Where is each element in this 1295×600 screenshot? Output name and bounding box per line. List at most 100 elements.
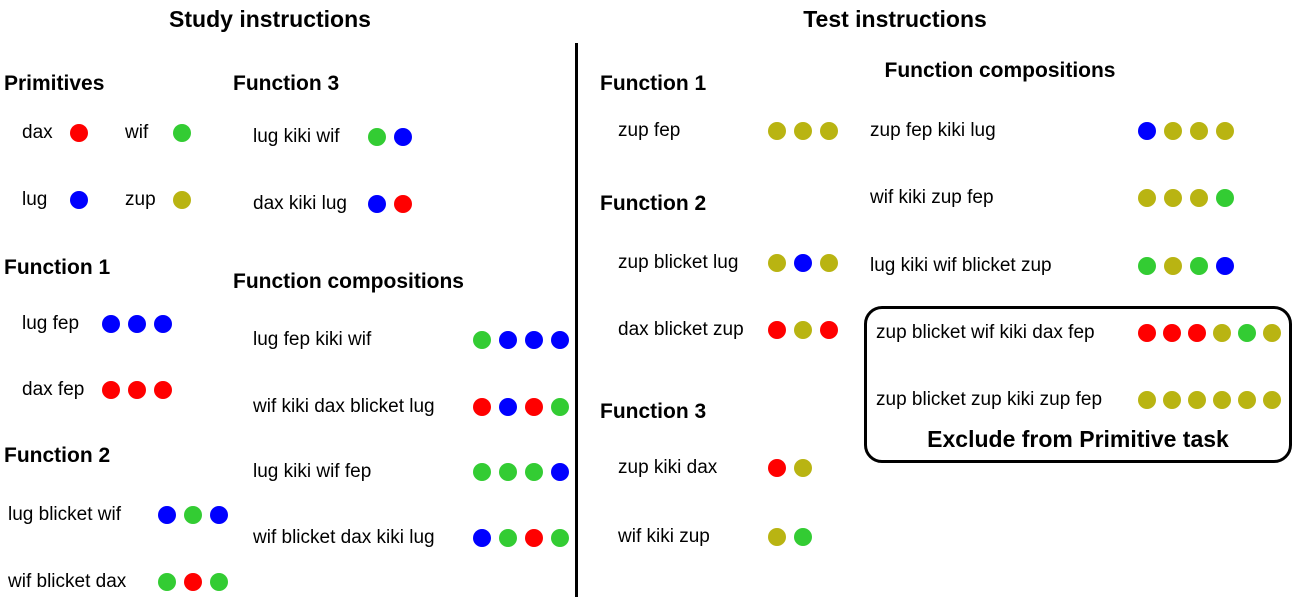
instruction-row: wif kiki dax blicket lug [253, 394, 569, 420]
green-dot [499, 463, 517, 481]
dot-sequence [1138, 122, 1234, 140]
instruction-label: lug fep kiki wif [253, 329, 372, 350]
instruction-label: dax fep [22, 379, 85, 400]
green-dot [551, 529, 569, 547]
red-dot [768, 321, 786, 339]
blue-dot [128, 315, 146, 333]
heading-test-function2: Function 2 [600, 192, 707, 215]
dot-sequence [173, 191, 191, 209]
test-title: Test instructions [803, 6, 987, 32]
dot-sequence [1138, 324, 1281, 342]
red-dot [154, 381, 172, 399]
yellow-dot [1138, 391, 1156, 409]
heading-study-primitives: Primitives [4, 72, 105, 95]
red-dot [473, 398, 491, 416]
instruction-row: wif blicket dax [8, 569, 228, 595]
instruction-label: zup blicket lug [618, 252, 739, 273]
instruction-label: wif kiki zup [618, 526, 710, 547]
blue-dot [525, 331, 543, 349]
blue-dot [1216, 257, 1234, 275]
dot-sequence [473, 463, 569, 481]
dot-sequence [1138, 391, 1281, 409]
yellow-dot [768, 122, 786, 140]
dot-sequence [768, 528, 812, 546]
instruction-row: lug blicket wif [8, 502, 228, 528]
instruction-label: zup blicket zup kiki zup fep [876, 389, 1103, 410]
yellow-dot [820, 254, 838, 272]
blue-dot [394, 128, 412, 146]
blue-dot [551, 463, 569, 481]
dot-sequence [473, 529, 569, 547]
red-dot [1163, 324, 1181, 342]
dot-sequence [368, 195, 412, 213]
dot-sequence [158, 573, 228, 591]
red-dot [1138, 324, 1156, 342]
green-dot [525, 463, 543, 481]
blue-dot [794, 254, 812, 272]
instruction-label: zup fep [618, 120, 681, 141]
instruction-label: wif blicket dax kiki lug [253, 527, 435, 548]
dot-sequence [473, 331, 569, 349]
instruction-row: zup kiki dax [618, 455, 812, 481]
instruction-row: lug kiki wif blicket zup [870, 253, 1234, 279]
blue-dot [551, 331, 569, 349]
blue-dot [210, 506, 228, 524]
heading-test-compositions: Function compositions [884, 59, 1116, 82]
green-dot [1190, 257, 1208, 275]
yellow-dot [1138, 189, 1156, 207]
instruction-label: dax [22, 122, 53, 143]
dot-sequence [173, 124, 191, 142]
yellow-dot [1238, 391, 1256, 409]
heading-test-function1: Function 1 [600, 72, 707, 95]
yellow-dot [1263, 324, 1281, 342]
dot-sequence [70, 191, 88, 209]
instruction-row: zup blicket wif kiki dax fep [876, 320, 1281, 346]
yellow-dot [794, 321, 812, 339]
yellow-dot [1213, 391, 1231, 409]
instruction-label: lug fep [22, 313, 80, 334]
instruction-row: zup fep [618, 118, 838, 144]
yellow-dot [1263, 391, 1281, 409]
instruction-row: dax blicket zup [618, 317, 838, 343]
instruction-row: lug kiki wif [253, 124, 412, 150]
instruction-row: lug fep [22, 311, 172, 337]
dot-sequence [768, 254, 838, 272]
yellow-dot [820, 122, 838, 140]
blue-dot [154, 315, 172, 333]
green-dot [1238, 324, 1256, 342]
blue-dot [499, 331, 517, 349]
heading-test-function3: Function 3 [600, 400, 707, 423]
yellow-dot [794, 122, 812, 140]
yellow-dot [1163, 391, 1181, 409]
instruction-label: dax blicket zup [618, 319, 744, 340]
green-dot [368, 128, 386, 146]
green-dot [210, 573, 228, 591]
green-dot [1216, 189, 1234, 207]
instruction-label: wif blicket dax [8, 571, 127, 592]
red-dot [394, 195, 412, 213]
dot-sequence [102, 381, 172, 399]
dot-sequence [768, 459, 812, 477]
green-dot [1138, 257, 1156, 275]
yellow-dot [1190, 122, 1208, 140]
yellow-dot [1213, 324, 1231, 342]
green-dot [499, 529, 517, 547]
yellow-dot [1164, 122, 1182, 140]
dot-sequence [102, 315, 172, 333]
yellow-dot [1164, 189, 1182, 207]
yellow-dot [1164, 257, 1182, 275]
red-dot [128, 381, 146, 399]
dot-sequence [1138, 189, 1234, 207]
instruction-row: dax fep [22, 377, 172, 403]
dot-sequence [158, 506, 228, 524]
blue-dot [1138, 122, 1156, 140]
primitive-row: zup [125, 187, 191, 213]
primitive-row: dax [22, 120, 88, 146]
red-dot [184, 573, 202, 591]
instruction-label: wif kiki zup fep [870, 187, 994, 208]
red-dot [525, 398, 543, 416]
green-dot [184, 506, 202, 524]
dot-sequence [473, 398, 569, 416]
instruction-label: lug kiki wif [253, 126, 340, 147]
